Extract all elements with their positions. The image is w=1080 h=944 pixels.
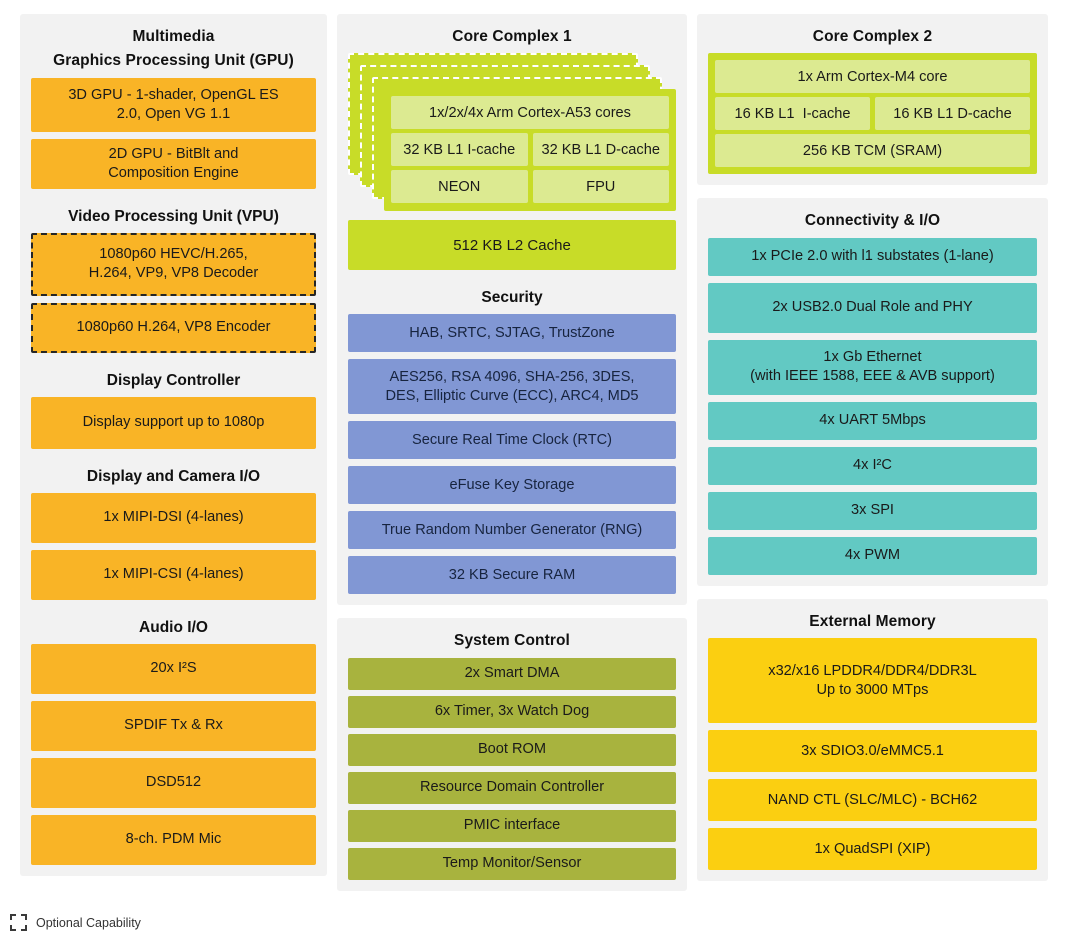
panel-core-complex-1: Core Complex 1 1x/2x/4x Arm Cortex-A53 c… [337, 14, 687, 606]
core-row-cores: 1x/2x/4x Arm Cortex-A53 cores [391, 96, 669, 130]
cell-m4-l1-dcache: 16 KB L1 D-cache [875, 97, 1030, 131]
block-i2c[interactable]: 4x I²C [708, 446, 1037, 485]
block-pwm[interactable]: 4x PWM [708, 536, 1037, 575]
core-complex-1-front-card[interactable]: 1x/2x/4x Arm Cortex-A53 cores 32 KB L1 I… [384, 89, 676, 212]
block-timer-watchdog[interactable]: 6x Timer, 3x Watch Dog [348, 695, 676, 728]
panel-multimedia: Multimedia Graphics Processing Unit (GPU… [20, 14, 327, 876]
panel-title-core-complex-2: Core Complex 2 [812, 28, 933, 45]
column-cc2-connectivity-memory: Core Complex 2 1x Arm Cortex-M4 core 16 … [697, 14, 1048, 882]
subtitle-display-controller: Display Controller [106, 371, 241, 389]
block-nand-ctl[interactable]: NAND CTL (SLC/MLC) - BCH62 [708, 779, 1037, 822]
column-core-security: Core Complex 1 1x/2x/4x Arm Cortex-A53 c… [337, 14, 687, 891]
block-resource-domain-controller[interactable]: Resource Domain Controller [348, 771, 676, 804]
block-video-decoder[interactable]: 1080p60 HEVC/H.265, H.264, VP9, VP8 Deco… [31, 232, 316, 296]
panel-title-system-control: System Control [454, 632, 570, 650]
block-spi[interactable]: 3x SPI [708, 491, 1037, 530]
block-dsd512[interactable]: DSD512 [31, 757, 316, 808]
panel-external-memory: External Memory x32/x16 LPDDR4/DDR4/DDR3… [697, 598, 1048, 882]
block-pmic-interface[interactable]: PMIC interface [348, 809, 676, 842]
panel-title-multimedia: Multimedia [132, 28, 215, 45]
block-spdif[interactable]: SPDIF Tx & Rx [31, 700, 316, 751]
block-secure-rtc[interactable]: Secure Real Time Clock (RTC) [348, 421, 676, 460]
block-uart[interactable]: 4x UART 5Mbps [708, 401, 1037, 440]
cell-fpu: FPU [532, 170, 669, 204]
subtitle-vpu: Video Processing Unit (VPU) [68, 207, 279, 225]
core-complex-2-card[interactable]: 1x Arm Cortex-M4 core 16 KB L1 I-cache 1… [708, 53, 1037, 175]
block-temp-monitor[interactable]: Temp Monitor/Sensor [348, 847, 676, 880]
panel-core-complex-2: Core Complex 2 1x Arm Cortex-M4 core 16 … [697, 14, 1048, 186]
cc2-row-l1: 16 KB L1 I-cache 16 KB L1 D-cache [715, 97, 1030, 131]
cell-neon: NEON [391, 170, 528, 204]
subtitle-security: Security [481, 289, 543, 307]
block-3d-gpu[interactable]: 3D GPU - 1-shader, OpenGL ES 2.0, Open V… [31, 77, 316, 132]
panel-title-connectivity: Connectivity & I/O [804, 212, 941, 230]
block-lpddr4[interactable]: x32/x16 LPDDR4/DDR4/DDR3L Up to 3000 MTp… [708, 638, 1037, 724]
cell-a53-cores: 1x/2x/4x Arm Cortex-A53 cores [391, 96, 669, 130]
subtitle-audio-io: Audio I/O [139, 618, 208, 636]
cell-tcm-sram: 256 KB TCM (SRAM) [715, 134, 1030, 168]
cell-m4-l1-icache: 16 KB L1 I-cache [715, 97, 870, 131]
column-multimedia: Multimedia Graphics Processing Unit (GPU… [20, 14, 327, 876]
core-row-neon-fpu: NEON FPU [391, 170, 669, 204]
block-boot-rom[interactable]: Boot ROM [348, 733, 676, 766]
block-secure-ram[interactable]: 32 KB Secure RAM [348, 556, 676, 595]
block-usb2[interactable]: 2x USB2.0 Dual Role and PHY [708, 282, 1037, 333]
block-gb-ethernet[interactable]: 1x Gb Ethernet (with IEEE 1588, EEE & AV… [708, 339, 1037, 395]
block-efuse-key-storage[interactable]: eFuse Key Storage [348, 466, 676, 505]
panel-system-control: System Control 2x Smart DMA 6x Timer, 3x… [337, 618, 687, 891]
block-pcie[interactable]: 1x PCIe 2.0 with l1 substates (1-lane) [708, 237, 1037, 276]
cc2-row-core: 1x Arm Cortex-M4 core [715, 60, 1030, 94]
subtitle-gpu: Graphics Processing Unit (GPU) [53, 52, 294, 70]
block-hab-srtc[interactable]: HAB, SRTC, SJTAG, TrustZone [348, 314, 676, 353]
cell-l1-dcache: 32 KB L1 D-cache [532, 133, 669, 167]
dashed-square-icon [10, 914, 27, 931]
legend: Optional Capability [10, 914, 141, 931]
block-i2s[interactable]: 20x I²S [31, 643, 316, 694]
block-mipi-csi[interactable]: 1x MIPI-CSI (4-lanes) [31, 549, 316, 600]
panel-connectivity-io: Connectivity & I/O 1x PCIe 2.0 with l1 s… [697, 198, 1048, 586]
panel-title-core-complex-1: Core Complex 1 [452, 28, 572, 45]
cell-m4-core: 1x Arm Cortex-M4 core [715, 60, 1030, 94]
core-row-l1: 32 KB L1 I-cache 32 KB L1 D-cache [391, 133, 669, 167]
block-quadspi[interactable]: 1x QuadSPI (XIP) [708, 828, 1037, 871]
panel-title-external-memory: External Memory [809, 612, 936, 630]
cell-l1-icache: 32 KB L1 I-cache [391, 133, 528, 167]
block-trng[interactable]: True Random Number Generator (RNG) [348, 511, 676, 550]
block-video-encoder[interactable]: 1080p60 H.264, VP8 Encoder [31, 302, 316, 353]
block-display-support[interactable]: Display support up to 1080p [31, 396, 316, 449]
core-complex-1-stack: 1x/2x/4x Arm Cortex-A53 cores 32 KB L1 I… [348, 53, 676, 212]
legend-label: Optional Capability [36, 915, 141, 930]
block-crypto-algorithms[interactable]: AES256, RSA 4096, SHA-256, 3DES, DES, El… [348, 359, 676, 415]
block-smart-dma[interactable]: 2x Smart DMA [348, 657, 676, 690]
block-mipi-dsi[interactable]: 1x MIPI-DSI (4-lanes) [31, 492, 316, 543]
subtitle-display-camera-io: Display and Camera I/O [86, 467, 261, 485]
cc2-row-tcm: 256 KB TCM (SRAM) [715, 134, 1030, 168]
block-pdm-mic[interactable]: 8-ch. PDM Mic [31, 814, 316, 865]
block-l2-cache[interactable]: 512 KB L2 Cache [348, 220, 676, 271]
block-2d-gpu[interactable]: 2D GPU - BitBlt and Composition Engine [31, 138, 316, 189]
block-sdio-emmc[interactable]: 3x SDIO3.0/eMMC5.1 [708, 730, 1037, 773]
